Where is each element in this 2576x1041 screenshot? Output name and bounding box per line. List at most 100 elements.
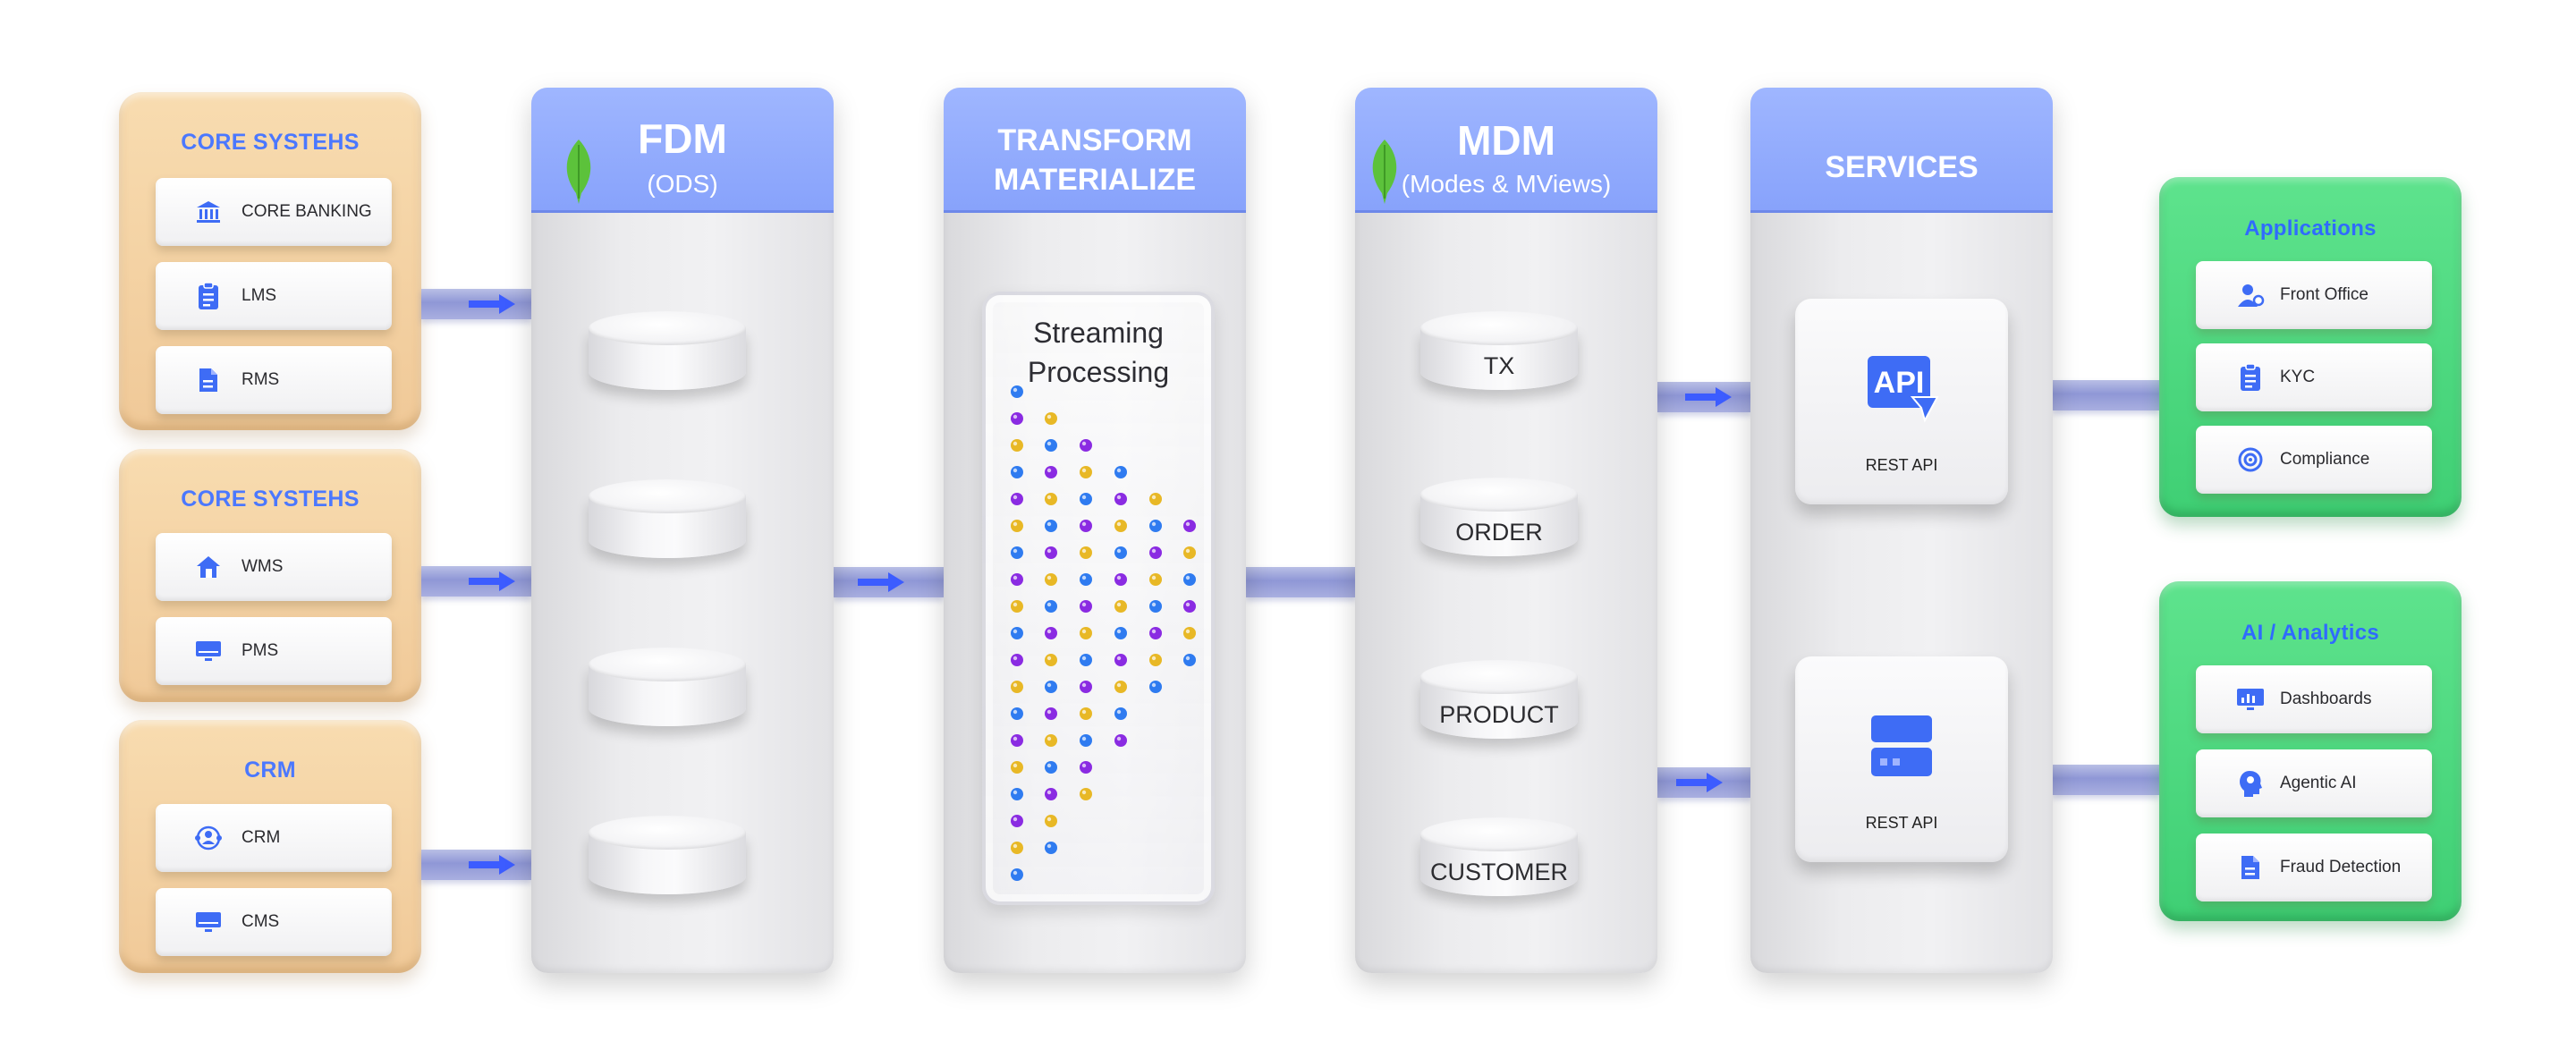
output-item-label: Agentic AI — [2280, 774, 2357, 792]
source-item-pms[interactable]: PMS — [156, 617, 392, 685]
event-dot — [1045, 493, 1057, 505]
home-icon — [193, 552, 224, 582]
event-dot-highlight — [1013, 736, 1018, 741]
mdm-cylinder-customer: CUSTOMER — [1420, 817, 1578, 907]
source-item-lms[interactable]: LMS — [156, 262, 392, 330]
event-dot — [1011, 573, 1023, 586]
user-network-icon — [193, 823, 224, 853]
event-dot — [1149, 573, 1162, 586]
event-dot-highlight — [1151, 629, 1157, 634]
source-panel-title: CORE SYSTEHS — [181, 487, 360, 512]
event-dot — [1011, 385, 1023, 398]
event-dot-highlight — [1151, 575, 1157, 580]
event-dot-highlight — [1013, 763, 1018, 768]
event-dot — [1183, 654, 1196, 666]
event-dot — [1045, 842, 1057, 854]
service-card-rest-api-1[interactable]: API REST API — [1795, 299, 2008, 504]
event-dot-highlight — [1046, 629, 1052, 634]
source-panel-core-systems-1: CORE SYSTEHS CORE BANKING LMS RMS — [119, 92, 421, 430]
event-dot — [1011, 493, 1023, 505]
source-item-cms[interactable]: CMS — [156, 888, 392, 956]
streaming-title-line2: Processing — [1027, 356, 1170, 388]
arrow-right-icon — [469, 571, 515, 591]
event-dot — [1045, 815, 1057, 827]
document-icon — [2235, 852, 2266, 883]
brain-head-icon — [2235, 768, 2266, 799]
event-dot-highlight — [1081, 763, 1087, 768]
event-dot — [1045, 654, 1057, 666]
streaming-title-line1: Streaming — [1033, 317, 1164, 349]
event-dot-highlight — [1185, 656, 1191, 661]
event-dot-highlight — [1046, 709, 1052, 715]
event-dot — [1114, 493, 1127, 505]
event-dot-highlight — [1151, 682, 1157, 688]
event-dot — [1011, 842, 1023, 854]
event-dot — [1149, 654, 1162, 666]
mdm-entity-label: CUSTOMER — [1429, 859, 1568, 885]
source-item-crm[interactable]: CRM — [156, 804, 392, 872]
event-dot-highlight — [1081, 709, 1087, 715]
mdm-entity-label: PRODUCT — [1439, 701, 1559, 728]
event-dot — [1114, 600, 1127, 613]
event-dot — [1080, 654, 1092, 666]
connector-pipe — [1246, 567, 1356, 597]
event-dot-highlight — [1013, 548, 1018, 554]
output-item-agentic-ai[interactable]: Agentic AI — [2196, 749, 2432, 817]
event-dot — [1080, 788, 1092, 800]
event-dot-highlight — [1185, 521, 1191, 527]
service-card-rest-api-2[interactable]: REST API — [1795, 656, 2008, 862]
event-dot — [1183, 573, 1196, 586]
event-dot — [1080, 439, 1092, 452]
event-dot — [1149, 627, 1162, 639]
event-dot-highlight — [1013, 709, 1018, 715]
event-dot — [1183, 627, 1196, 639]
output-item-dashboards[interactable]: Dashboards — [2196, 665, 2432, 733]
event-dot — [1080, 600, 1092, 613]
event-dot-highlight — [1013, 495, 1018, 500]
event-dot-highlight — [1046, 441, 1052, 446]
event-dot — [1011, 466, 1023, 478]
event-dot — [1045, 681, 1057, 693]
bank-icon — [193, 197, 224, 227]
source-item-core-banking[interactable]: CORE BANKING — [156, 178, 392, 246]
output-item-front-office[interactable]: Front Office — [2196, 261, 2432, 329]
event-dot-highlight — [1116, 575, 1122, 580]
event-dot-highlight — [1046, 521, 1052, 527]
event-dot — [1011, 520, 1023, 532]
service-label: REST API — [1865, 456, 1938, 474]
monitor-icon — [193, 907, 224, 937]
source-item-rms[interactable]: RMS — [156, 346, 392, 414]
event-dot — [1080, 520, 1092, 532]
event-dot — [1011, 439, 1023, 452]
event-dot — [1045, 627, 1057, 639]
event-dot-highlight — [1013, 682, 1018, 688]
transform-column: TRANSFORM MATERIALIZE Streaming Processi… — [944, 88, 1246, 973]
event-dot-highlight — [1116, 629, 1122, 634]
services-header: SERVICES — [1750, 88, 2053, 213]
source-item-label: LMS — [242, 286, 277, 305]
event-dot — [1011, 788, 1023, 800]
fdm-column: FDM (ODS) — [531, 88, 834, 973]
output-item-compliance[interactable]: Compliance — [2196, 426, 2432, 494]
event-dot — [1011, 868, 1023, 881]
event-dot — [1080, 546, 1092, 559]
mdm-cylinder-order: ORDER — [1420, 478, 1578, 567]
event-dot-highlight — [1013, 521, 1018, 527]
event-dot — [1114, 681, 1127, 693]
event-dot — [1183, 600, 1196, 613]
server-icon — [1871, 715, 1932, 776]
output-item-kyc[interactable]: KYC — [2196, 343, 2432, 411]
event-dot-highlight — [1185, 575, 1191, 580]
event-dot-highlight — [1013, 629, 1018, 634]
output-item-fraud-detection[interactable]: Fraud Detection — [2196, 834, 2432, 901]
event-dot — [1011, 654, 1023, 666]
event-dot-matrix — [1011, 385, 1196, 881]
event-dot-highlight — [1046, 763, 1052, 768]
output-item-label: Fraud Detection — [2280, 858, 2402, 876]
event-dot-highlight — [1081, 575, 1087, 580]
connector-pipe — [2053, 765, 2159, 795]
mdm-subtitle: (Modes & MViews) — [1401, 170, 1612, 198]
event-dot — [1045, 600, 1057, 613]
output-item-label: Dashboards — [2280, 690, 2372, 708]
source-item-wms[interactable]: WMS — [156, 533, 392, 601]
